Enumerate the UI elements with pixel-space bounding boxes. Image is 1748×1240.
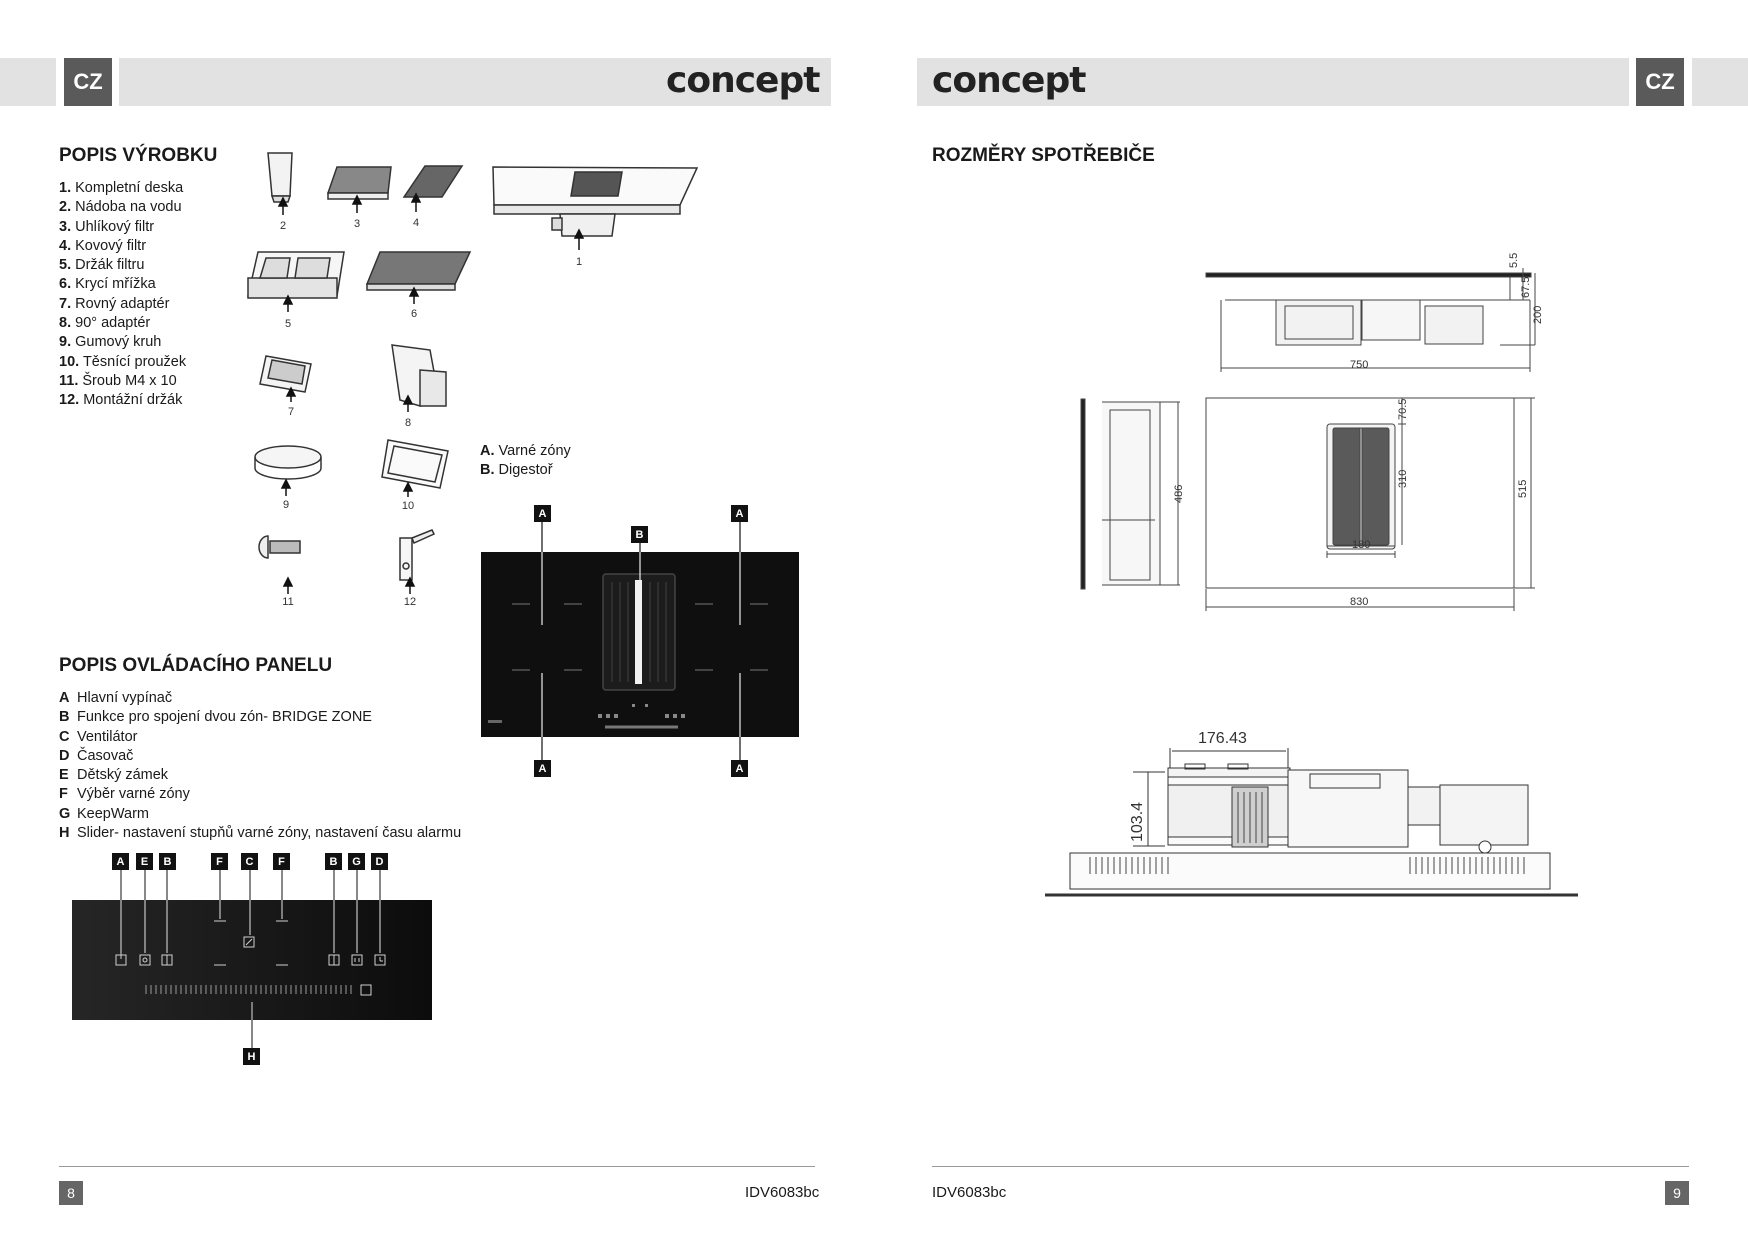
part-caption: 8 xyxy=(405,417,411,429)
panel-tag: E xyxy=(136,853,153,870)
zone-tag: A xyxy=(534,505,551,522)
header-band-left xyxy=(0,58,56,106)
part-caption: 11 xyxy=(282,596,293,608)
model-name-right: IDV6083bc xyxy=(932,1184,1007,1201)
dim-label: 5.5 xyxy=(1508,253,1520,268)
header-band-right xyxy=(1692,58,1748,106)
dimensions-title: ROZMĚRY SPOTŘEBIČE xyxy=(932,145,1155,166)
list-item: A. Varné zóny xyxy=(480,443,571,459)
language-badge-left: CZ xyxy=(64,58,112,106)
list-item: 11. Šroub M4 x 10 xyxy=(59,372,177,389)
header-band-right-main xyxy=(917,58,1629,106)
header-band-left-main xyxy=(119,58,831,106)
dimension-drawing-top: 486 70.5 310 180 830 515 xyxy=(1080,397,1535,611)
dim-label: 830 xyxy=(1350,596,1368,608)
list-item: 2. Nádoba na vodu xyxy=(59,199,182,216)
page-number-left: 8 xyxy=(59,1181,83,1205)
panel-tag: D xyxy=(371,853,388,870)
dim-label: 180 xyxy=(1352,539,1370,551)
dim-label: 103.4 xyxy=(1129,802,1146,842)
list-item: 1. Kompletní deska xyxy=(59,180,184,196)
zone-tag: A xyxy=(534,760,551,777)
zones-legend: A. Varné zóny B. Digestoř xyxy=(480,442,571,481)
part-caption: 12 xyxy=(404,596,416,608)
dim-label: 515 xyxy=(1517,480,1529,498)
dim-label: 750 xyxy=(1350,359,1368,371)
panel-tag: B xyxy=(325,853,342,870)
panel-tag: B xyxy=(159,853,176,870)
parts-list: 1. Kompletní deska 2. Nádoba na vodu 3. … xyxy=(59,179,186,411)
brand-logo-left: concept xyxy=(666,60,820,101)
brand-logo-right: concept xyxy=(932,60,1086,101)
product-description-title: POPIS VÝROBKU xyxy=(59,145,218,166)
list-item: 5. Držák filtru xyxy=(59,257,145,274)
model-name-left: IDV6083bc xyxy=(745,1184,820,1201)
list-item: 10. Těsnící proužek xyxy=(59,353,187,370)
panel-tag: H xyxy=(243,1048,260,1065)
part-caption: 7 xyxy=(288,406,294,418)
control-panel-illustration xyxy=(72,870,432,1048)
dim-label: 67.5 xyxy=(1520,277,1532,298)
panel-tag: F xyxy=(273,853,290,870)
part-caption: 4 xyxy=(413,217,419,229)
panel-tag: A xyxy=(112,853,129,870)
zone-tag: A xyxy=(731,760,748,777)
list-item: 3. Uhlíkový filtr xyxy=(59,218,155,235)
dim-label: 486 xyxy=(1173,485,1185,503)
part-caption: 3 xyxy=(354,218,360,230)
dimension-drawing-section: 176.43 103.4 xyxy=(1045,730,1578,897)
list-item: 12. Montážní držák xyxy=(59,392,183,409)
dim-label: 200 xyxy=(1532,306,1544,324)
list-item: 4. Kovový filtr xyxy=(59,237,147,254)
part-caption: 9 xyxy=(283,499,289,511)
part-caption: 5 xyxy=(285,318,291,330)
language-badge-right: CZ xyxy=(1636,58,1684,106)
cooktop-top-view xyxy=(481,552,799,738)
list-item: 9. Gumový kruh xyxy=(59,334,162,351)
part-caption: 2 xyxy=(280,220,286,232)
panel-tag: G xyxy=(348,853,365,870)
part-caption: 6 xyxy=(411,308,417,320)
panel-tag: F xyxy=(211,853,228,870)
dimension-drawing-side: 750 5.5 67.5 200 xyxy=(1205,253,1544,372)
list-item: 7. Rovný adaptér xyxy=(59,295,170,312)
part-caption: 10 xyxy=(402,500,414,512)
part-caption: 1 xyxy=(576,256,582,268)
panel-tag: C xyxy=(241,853,258,870)
footer-rule-right xyxy=(932,1166,1689,1167)
cooktop-callout-lines xyxy=(541,522,741,760)
dim-label: 176.43 xyxy=(1198,730,1247,747)
zone-tag: B xyxy=(631,526,648,543)
zone-tag: A xyxy=(731,505,748,522)
footer-rule-left xyxy=(59,1166,815,1167)
parts-illustration: 1 2 3 4 5 6 7 8 9 10 11 12 xyxy=(247,152,699,608)
control-panel-title: POPIS OVLÁDACÍHO PANELU xyxy=(59,655,333,676)
dim-label: 70.5 xyxy=(1397,399,1409,420)
list-item: 8. 90° adaptér xyxy=(59,315,151,332)
list-item: B. Digestoř xyxy=(480,462,553,479)
dim-label: 310 xyxy=(1397,470,1409,488)
page-number-right: 9 xyxy=(1665,1181,1689,1205)
list-item: 6. Krycí mřížka xyxy=(59,276,156,293)
